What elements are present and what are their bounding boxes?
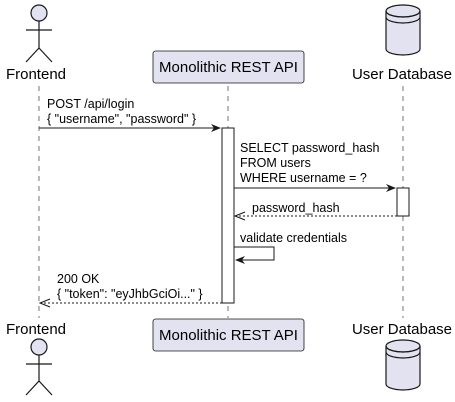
message-1-line-1: POST /api/login: [47, 97, 134, 111]
message-4-arrow: [234, 246, 275, 261]
actor-head: [30, 338, 48, 356]
message-5-line-2: { "token": "eyJhbGciOi..." }: [57, 287, 203, 301]
message-5-arrowhead: [38, 298, 51, 308]
message-2-line-3: WHERE username = ?: [240, 171, 367, 185]
message-2-line-1: SELECT password_hash: [240, 141, 379, 155]
frontend-label-top: Frontend: [6, 66, 66, 83]
api-participant-box-top: [152, 50, 305, 84]
message-5-line-1: 200 OK: [57, 272, 100, 286]
message-1-line-2: { "username", "password" }: [47, 112, 196, 126]
api-label-top: Monolithic REST API: [159, 59, 298, 76]
api-label-bottom: Monolithic REST API: [159, 327, 298, 344]
api-activation-bar: [221, 127, 235, 304]
message-4-arrowhead: [235, 256, 245, 264]
message-3-arrowhead: [233, 211, 246, 221]
message-2-arrowhead: [386, 184, 396, 192]
db-activation-bar: [396, 187, 410, 217]
message-1-arrowhead: [211, 124, 221, 132]
frontend-actor-top: [25, 4, 53, 63]
message-4-line-1: validate credentials: [240, 231, 347, 245]
message-2-line-2: FROM users: [240, 156, 311, 170]
db-label-bottom: User Database: [352, 321, 452, 338]
db-database-icon-bottom: [385, 339, 421, 391]
api-participant-box-bottom: [152, 318, 305, 352]
frontend-label-bottom: Frontend: [6, 321, 66, 338]
frontend-actor-bottom: [25, 338, 53, 396]
message-3-line-1: password_hash: [252, 201, 340, 215]
actor-head: [30, 4, 48, 22]
db-label-top: User Database: [352, 66, 452, 83]
db-database-icon-top: [385, 4, 421, 56]
